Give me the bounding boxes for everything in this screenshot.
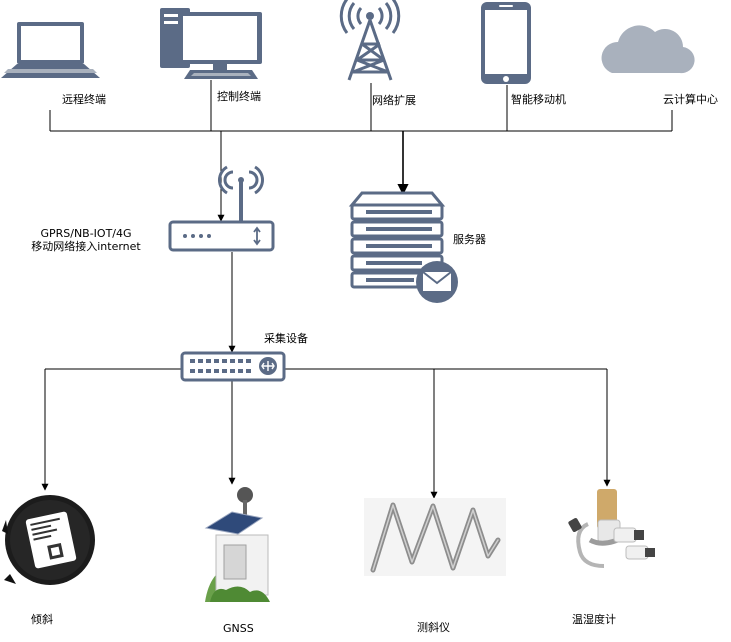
wireless-router-icon: [168, 165, 275, 252]
network-extension-label: 网络扩展: [372, 94, 416, 107]
remote-terminal-label: 远程终端: [62, 93, 106, 106]
inclinometer-icon: [364, 498, 506, 576]
tilt-label: 倾斜: [31, 613, 53, 626]
network-switch-icon: [180, 351, 286, 382]
inclinometer-label: 测斜仪: [417, 621, 450, 634]
collector-label: 采集设备: [264, 332, 308, 345]
router-label-line2: 移动网络接入internet: [31, 240, 141, 253]
smartphone-icon: [481, 2, 531, 84]
cloud-icon: [601, 25, 695, 74]
gnss-label: GNSS: [223, 622, 254, 635]
control-terminal-label: 控制终端: [217, 90, 261, 103]
radio-tower-icon: [339, 0, 401, 81]
router-label: GPRS/NB-IOT/4G 移动网络接入internet: [26, 227, 146, 253]
connectors: [41, 80, 673, 499]
gnss-station-icon: [204, 487, 270, 602]
mobile-device-label: 智能移动机: [511, 93, 566, 106]
thermo-hygrometer-label: 温湿度计: [572, 613, 616, 626]
cloud-center-label: 云计算中心: [663, 93, 718, 106]
server-mail-icon: [348, 191, 458, 303]
server-label: 服务器: [453, 233, 486, 246]
laptop-icon: [1, 22, 100, 78]
tilt-sensor-icon: [2, 495, 95, 585]
desktop-computer-icon: [160, 8, 262, 79]
humidity-sensor-icon: [568, 489, 655, 568]
router-label-line1: GPRS/NB-IOT/4G: [40, 227, 132, 240]
